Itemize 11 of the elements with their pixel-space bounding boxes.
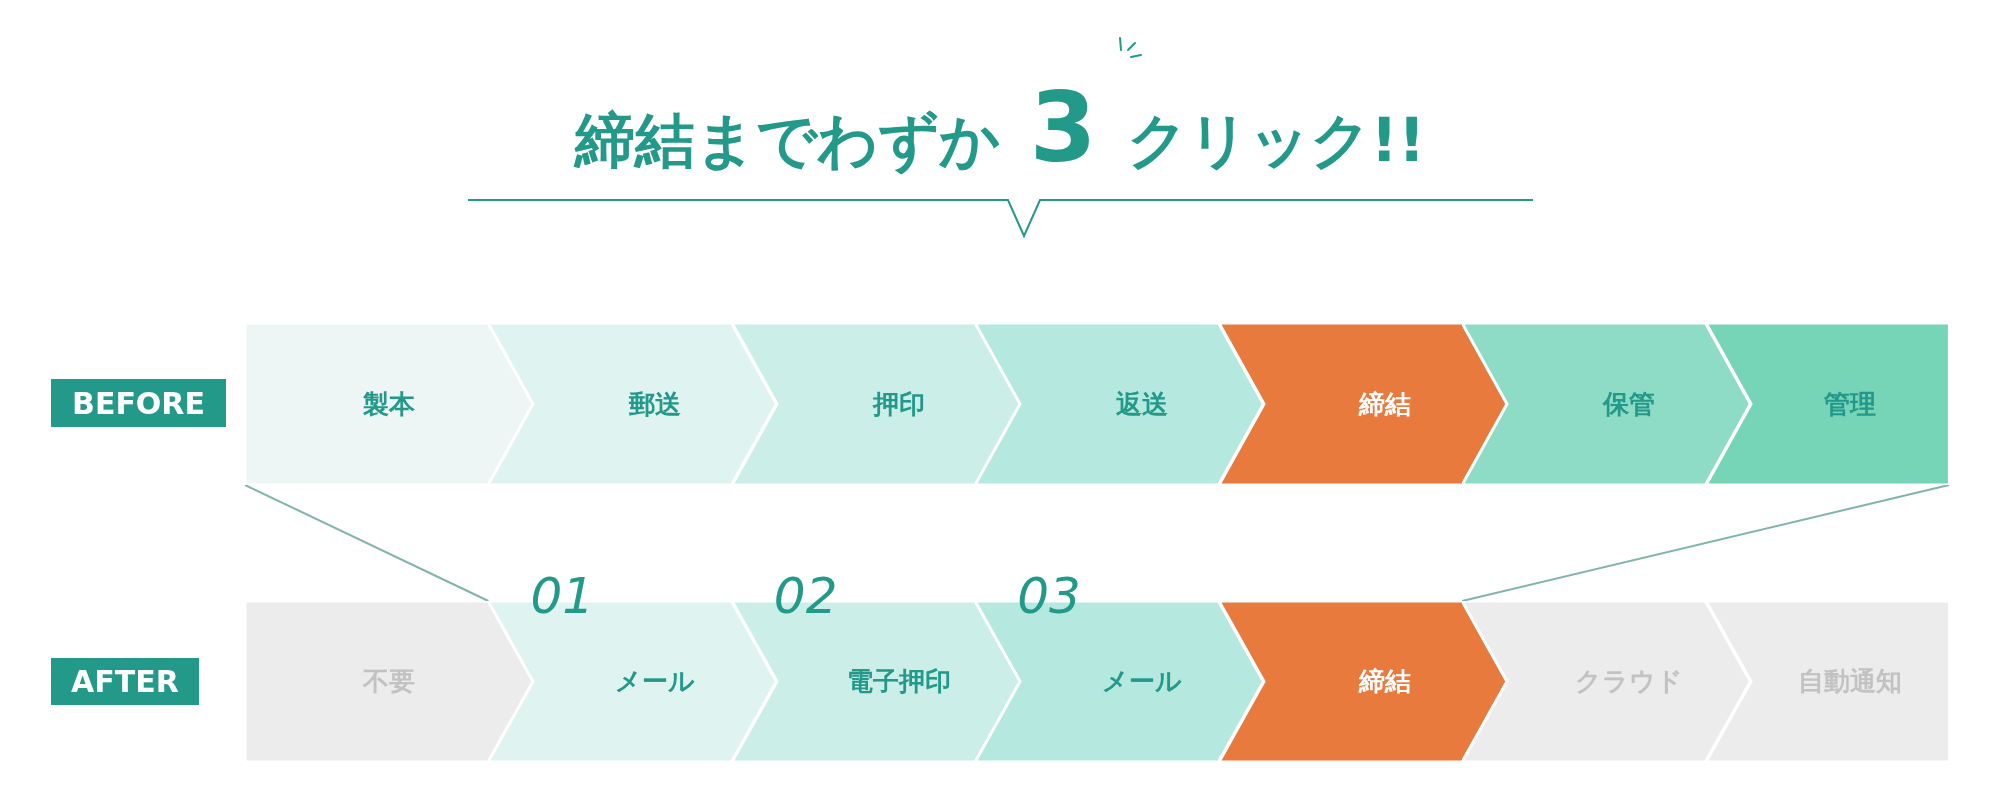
chevron-step: 押印 <box>731 323 1021 485</box>
chevron-step: 締結 <box>1218 323 1508 485</box>
chevron-step: 締結 <box>1218 601 1508 762</box>
chevron-step: 返送 <box>975 323 1264 485</box>
row-label: AFTER <box>51 658 199 705</box>
chevron-step: 製本 <box>245 323 534 485</box>
guide-line <box>244 484 490 602</box>
chevron-step: 郵送 <box>488 323 777 485</box>
chevron-step: 保管 <box>1462 323 1751 485</box>
row-label: BEFORE <box>51 379 226 427</box>
chevron-step: 管理 <box>1705 323 1949 485</box>
